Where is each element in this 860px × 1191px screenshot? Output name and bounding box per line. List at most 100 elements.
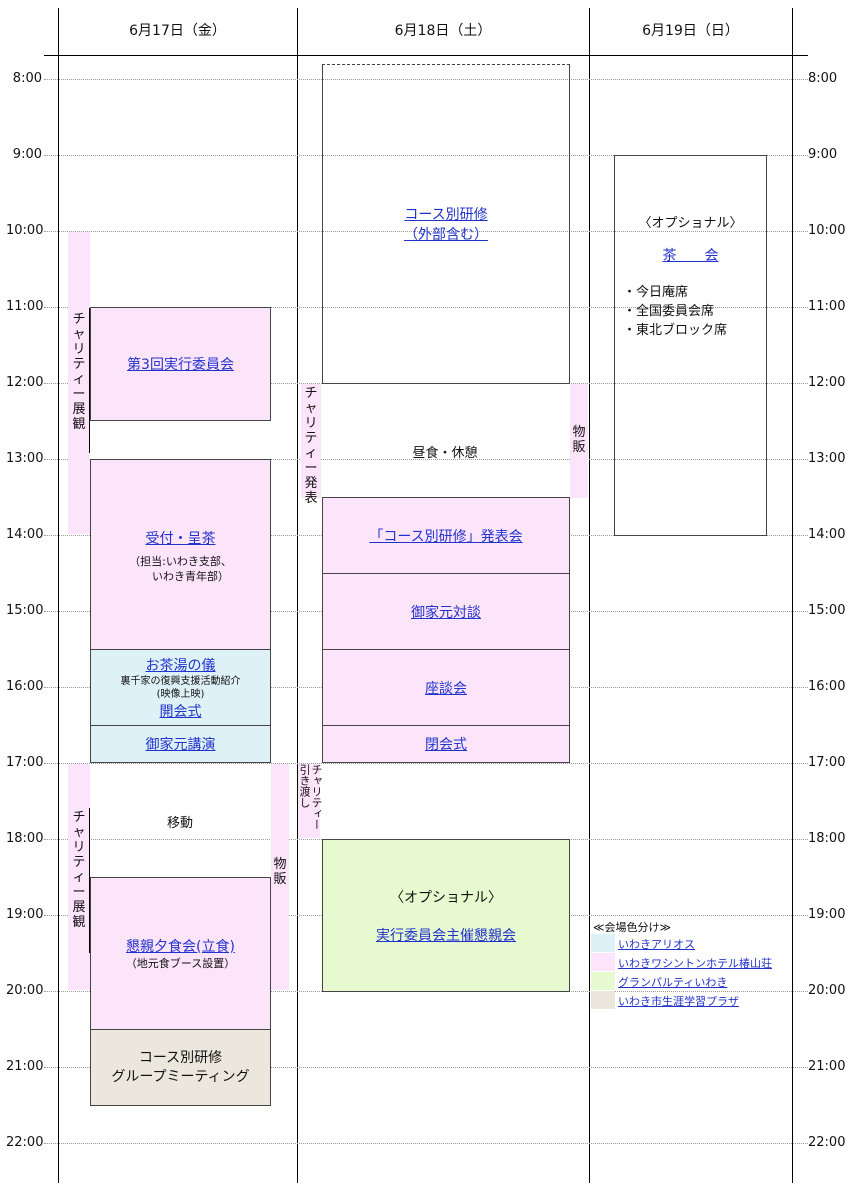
legend-venue-link[interactable]: グランパルティいわき	[618, 976, 728, 989]
party-link[interactable]: 実行委員会主催懇親会	[376, 927, 516, 944]
time-label-left: 11:00	[6, 299, 44, 314]
presentation-block: 「コース別研修」発表会	[322, 497, 570, 574]
column-divider	[792, 8, 793, 1183]
hour-gridline	[44, 231, 808, 232]
tea-link[interactable]: 茶 会	[662, 248, 719, 264]
legend-swatch	[591, 953, 615, 971]
dinner-note: （地元食ブース設置）	[125, 957, 236, 970]
header-divider	[44, 55, 808, 56]
charity-presentation-label: チャリティー発表	[304, 386, 318, 506]
time-label-left: 18:00	[6, 831, 44, 846]
time-label-right: 15:00	[808, 603, 846, 618]
time-label-left: 10:00	[6, 223, 44, 238]
legend-swatch	[591, 991, 615, 1009]
legend-venue-link[interactable]: いわきワシントンホテル椿山荘	[618, 957, 772, 970]
round-table-block: 座談会	[322, 649, 570, 726]
day-header-sat: 6月18日（土）	[394, 23, 492, 39]
opening-link[interactable]: 開会式	[159, 703, 202, 720]
hour-gridline	[44, 459, 808, 460]
charity-handover-strip	[298, 764, 320, 838]
dinner-link[interactable]: 懇親夕食会(立食)	[126, 939, 235, 955]
time-label-right: 21:00	[808, 1059, 846, 1074]
time-label-left: 22:00	[6, 1135, 44, 1150]
time-label-left: 15:00	[6, 603, 44, 618]
time-label-right: 14:00	[808, 527, 846, 542]
legend-venue-link[interactable]: いわきアリオス	[618, 938, 695, 951]
tea-seat: ・東北ブロック席	[623, 323, 728, 338]
group-meeting-line2: グループミーティング	[111, 1068, 250, 1085]
sales-strip	[271, 764, 289, 990]
column-divider	[58, 8, 59, 1183]
column-divider	[589, 8, 590, 1183]
charity-exhibit-strip	[68, 232, 90, 534]
legend-swatch	[591, 972, 615, 990]
strip-edge	[89, 308, 90, 453]
group-meeting-line1: コース別研修	[138, 1049, 223, 1066]
lecture-link[interactable]: 御家元講演	[145, 737, 216, 753]
course-training-block: コース別研修 （外部含む）	[322, 64, 570, 384]
tea-seat: ・全国委員会席	[623, 304, 715, 319]
sales-label: 物販	[572, 425, 586, 455]
charity-exhibit-strip	[68, 764, 90, 990]
time-label-right: 20:00	[808, 983, 846, 998]
time-label-right: 11:00	[808, 299, 846, 314]
ceremony-block: お茶湯の儀 裏千家の復興支援活動紹介 (映像上映) 開会式	[90, 649, 271, 726]
course-training-link-sub[interactable]: （外部含む）	[404, 227, 488, 243]
party-optional: 〈オプショナル〉	[390, 889, 502, 906]
time-label-left: 13:00	[6, 451, 44, 466]
charity-exhibit-label: チャリティー展観	[72, 810, 86, 930]
party-block: 〈オプショナル〉 実行委員会主催懇親会	[322, 839, 570, 992]
tea-optional: 〈オプショナル〉	[638, 216, 743, 231]
dialogue-block: 御家元対談	[322, 573, 570, 650]
meeting-link[interactable]: 第3回実行委員会	[127, 357, 234, 373]
reception-note: いわき青年部）	[152, 570, 229, 583]
hour-gridline	[44, 307, 808, 308]
day-header-fri: 6月17日（金）	[129, 23, 226, 39]
time-label-right: 16:00	[808, 679, 846, 694]
meeting-block: 第3回実行委員会	[90, 307, 271, 421]
reception-link[interactable]: 受付・呈茶	[145, 531, 216, 547]
strip-edge	[89, 808, 90, 953]
time-label-left: 19:00	[6, 907, 44, 922]
time-label-right: 19:00	[808, 907, 846, 922]
hour-gridline	[44, 1067, 808, 1068]
time-label-left: 21:00	[6, 1059, 44, 1074]
charity-handover-label: チャリティー引き渡し	[298, 764, 323, 830]
move-label: 移動	[166, 816, 193, 831]
sales-strip	[570, 384, 588, 498]
closing-block: 閉会式	[322, 725, 570, 763]
closing-link[interactable]: 閉会式	[425, 737, 467, 753]
time-label-right: 17:00	[808, 755, 846, 770]
time-label-left: 20:00	[6, 983, 44, 998]
hour-gridline	[44, 1143, 808, 1144]
course-training-link[interactable]: コース別研修	[404, 207, 488, 223]
ceremony-link[interactable]: お茶湯の儀	[145, 657, 216, 674]
legend-venue-link[interactable]: いわき市生涯学習プラザ	[618, 995, 739, 1008]
tea-seat: ・今日庵席	[623, 285, 689, 300]
round-table-link[interactable]: 座談会	[425, 680, 467, 697]
column-divider	[297, 8, 298, 1183]
dinner-block: 懇親夕食会(立食) （地元食ブース設置）	[90, 877, 271, 1030]
legend-title: ≪会場色分け≫	[593, 921, 672, 934]
presentation-link[interactable]: 「コース別研修」発表会	[369, 528, 523, 545]
charity-presentation-strip	[301, 384, 321, 498]
hour-gridline	[44, 763, 808, 764]
tea-ceremony-block: 〈オプショナル〉 茶 会 ・今日庵席 ・全国委員会席 ・東北ブロック席	[614, 155, 767, 536]
time-label-right: 22:00	[808, 1135, 846, 1150]
ceremony-note: (映像上映)	[156, 688, 205, 700]
sales-label: 物販	[273, 857, 287, 887]
ceremony-note: 裏千家の復興支援活動紹介	[120, 675, 241, 687]
reception-block: 受付・呈茶 （担当:いわき支部、 いわき青年部）	[90, 459, 271, 650]
reception-note: （担当:いわき支部、	[129, 555, 232, 568]
time-label-right: 18:00	[808, 831, 846, 846]
time-label-right: 13:00	[808, 451, 846, 466]
lunch-label: 昼食・休憩	[412, 446, 478, 461]
time-label-right: 10:00	[808, 223, 846, 238]
time-label-left: 9:00	[12, 147, 42, 162]
dialogue-link[interactable]: 御家元対談	[411, 604, 481, 621]
hour-gridline	[44, 155, 808, 156]
group-meeting-block: コース別研修 グループミーティング	[90, 1029, 271, 1106]
time-label-right: 8:00	[808, 71, 838, 86]
charity-exhibit-label: チャリティー展観	[72, 312, 86, 432]
hour-gridline	[44, 79, 808, 80]
